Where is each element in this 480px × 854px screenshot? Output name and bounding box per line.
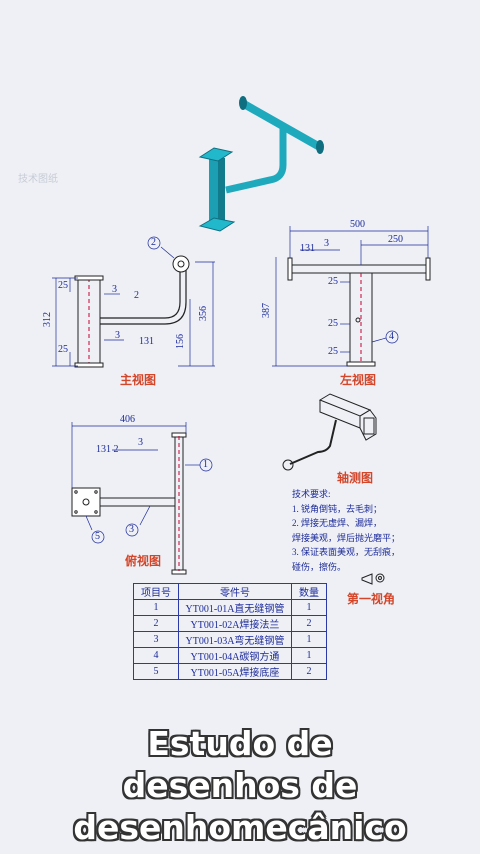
bom-header: 零件号 [178,583,292,600]
balloon-5: 5 [95,531,100,542]
weld-left-size: 3 [324,238,329,249]
balloon-4: 4 [389,331,394,342]
top-view [71,432,187,575]
dim-front-156: 156 [175,334,186,349]
bom-cell: 1 [133,599,179,616]
front-dimensions [52,236,215,367]
tech-title: 技术要求: [292,489,331,499]
weld-top-size: 3 [138,437,143,448]
left-dimensions [272,226,429,367]
bill-of-materials: 项目号 零件号 数量 1 YT001-01A直无缝钢管 1 2 YT001-02… [133,583,327,680]
bom-cell: YT001-04A碳钢方通 [178,647,292,664]
bom-cell: 5 [133,663,179,680]
isometric-render [198,96,324,232]
bom-cell: YT001-05A焊接底座 [178,663,292,680]
caption-line-2: desenhos de [122,766,358,805]
weld-top-n: 131 2 [96,444,119,455]
bom-cell: 1 [291,599,327,616]
bom-cell: 1 [291,647,327,664]
weld-front-1: 3 [112,284,117,295]
bom-header: 数量 [291,583,327,600]
technical-requirements: 技术要求: 1. 锐角倒钝，去毛刺； 2. 焊接无虚焊、漏焊， 焊接美观，焊后抛… [292,487,400,574]
bom-header: 项目号 [133,583,179,600]
weld-front-1n: 2 [134,290,139,301]
first-angle-symbol [361,573,385,585]
weld-left-n: 131 [300,243,315,254]
tech-line: 2. 焊接无虚焊、漏焊， [292,518,383,528]
caption-line-3: desenhomecânico [73,808,407,847]
caption-line-1: Estudo de [147,724,333,763]
bom-row: 5 YT001-05A焊接底座 2 [133,663,327,680]
top-view-title: 俯视图 [125,554,162,568]
bom-cell: 2 [133,615,179,632]
iso-view [282,393,377,471]
bom-cell: YT001-02A焊接法兰 [178,615,292,632]
weld-front-2n: 131 [139,336,154,347]
front-view [74,255,190,368]
bom-cell: YT001-03A弯无缝钢管 [178,631,292,648]
weld-front-2: 3 [115,330,120,341]
dim-front-356: 356 [198,306,209,321]
watermark: 技术图纸 [18,174,58,185]
dim-left-25b: 25 [328,318,338,329]
bom-cell: 2 [291,615,327,632]
dim-left-25c: 25 [328,346,338,357]
first-angle-title: 第一视角 [347,592,396,606]
top-dimensions [71,422,213,544]
left-view [287,257,431,367]
bom-cell: 1 [291,631,327,648]
tech-line: 碰伤，擦伤。 [292,561,347,572]
bom-cell: 4 [133,647,179,664]
dim-front-312: 312 [42,312,53,327]
left-view-title: 左视图 [340,373,377,387]
balloon-2: 2 [151,237,156,248]
bom-cell: YT001-01A直无缝钢管 [178,599,292,616]
tech-line: 3. 保证表面美观，无刮痕， [292,547,401,557]
dim-left-387: 387 [261,303,272,318]
dim-front-25b: 25 [58,344,68,355]
bom-cell: 3 [133,631,179,648]
iso-view-title: 轴测图 [337,471,374,485]
dim-left-25a: 25 [328,276,338,287]
dim-left-250: 250 [388,234,403,245]
tech-line: 1. 锐角倒钝，去毛刺； [292,503,383,514]
dim-left-500: 500 [350,219,365,230]
bom-row: 3 YT001-03A弯无缝钢管 1 [133,631,327,648]
dim-front-25a: 25 [58,280,68,291]
front-view-title: 主视图 [120,373,157,387]
bom-cell: 2 [291,663,327,680]
dim-top-406: 406 [120,414,135,425]
bom-row: 1 YT001-01A直无缝钢管 1 [133,599,327,616]
balloon-1: 1 [203,459,208,470]
bom-header-row: 项目号 零件号 数量 [133,583,327,600]
balloon-3: 3 [129,524,134,535]
tech-line: 焊接美观，焊后抛光磨平； [292,532,401,543]
bom-row: 2 YT001-02A焊接法兰 2 [133,615,327,632]
bom-row: 4 YT001-04A碳钢方通 1 [133,647,327,664]
